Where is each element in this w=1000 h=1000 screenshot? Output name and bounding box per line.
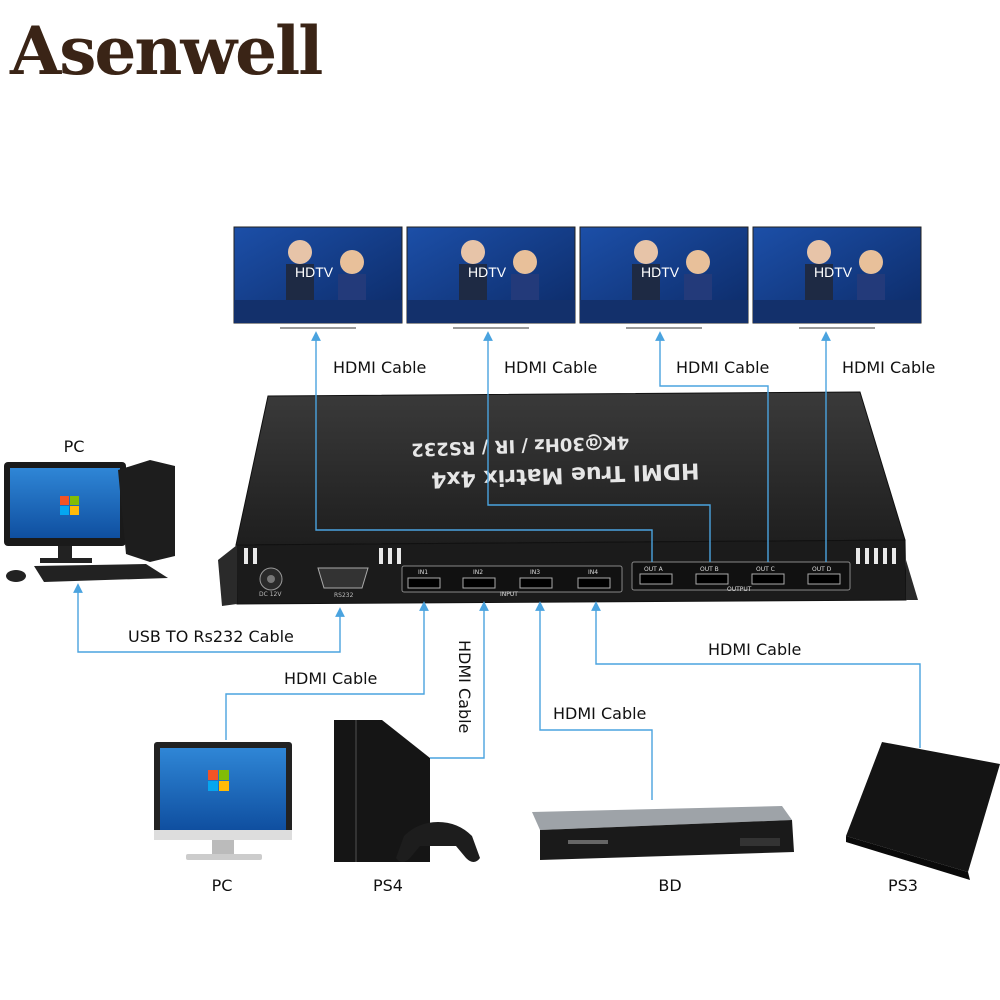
cable-label-out-1: HDMI Cable bbox=[333, 358, 426, 377]
hdmi-matrix-device: HDMI True Matrix 4x4 4K@30Hz / IR / RS23… bbox=[218, 392, 918, 606]
hdtv-2: HDTV bbox=[407, 227, 575, 328]
cable-label-out-4: HDMI Cable bbox=[842, 358, 935, 377]
mouse bbox=[6, 570, 26, 582]
hdmi-port-out-d bbox=[808, 574, 840, 584]
cable-label-out-3: HDMI Cable bbox=[676, 358, 769, 377]
control-pc bbox=[4, 460, 175, 582]
hdmi-port-out-a bbox=[640, 574, 672, 584]
hdtv-label: HDTV bbox=[468, 264, 507, 280]
device-label-ps3: PS3 bbox=[881, 876, 925, 895]
cable-label-in-ps4: HDMI Cable bbox=[455, 640, 474, 733]
in1-label: IN1 bbox=[418, 569, 428, 576]
in4-label: IN4 bbox=[588, 569, 598, 576]
in2-label: IN2 bbox=[473, 569, 483, 576]
cable-label-in-bd: HDMI Cable bbox=[553, 704, 646, 723]
hdmi-port-in4 bbox=[578, 578, 610, 588]
device-label-bd: BD bbox=[652, 876, 688, 895]
hdtv-4: HDTV bbox=[753, 227, 921, 328]
cable-label-in-pc: HDMI Cable bbox=[284, 669, 377, 688]
cable-label-in-ps3: HDMI Cable bbox=[708, 640, 801, 659]
hdmi-port-out-c bbox=[752, 574, 784, 584]
rs232-port-icon bbox=[318, 568, 368, 588]
device-label-source-pc: PC bbox=[206, 876, 238, 895]
hdtv-label: HDTV bbox=[641, 264, 680, 280]
vent-slot bbox=[244, 548, 248, 564]
hdmi-port-in3 bbox=[520, 578, 552, 588]
ps3-console bbox=[846, 742, 1000, 880]
hdtv-3: HDTV bbox=[580, 227, 748, 328]
vent-slot bbox=[253, 548, 257, 564]
vent-slot bbox=[397, 548, 401, 564]
out-c-label: OUT C bbox=[756, 566, 775, 573]
power-label: DC 12V bbox=[259, 591, 282, 598]
ps4-console bbox=[334, 720, 480, 862]
out-a-label: OUT A bbox=[644, 566, 664, 573]
hdmi-port-out-b bbox=[696, 574, 728, 584]
output-group-label: OUTPUT bbox=[727, 586, 752, 593]
input-group-label: INPUT bbox=[500, 591, 518, 598]
hdtv-row: HDTV HDTV HDTV bbox=[234, 227, 921, 328]
device-label-control-pc: PC bbox=[58, 437, 90, 456]
hdtv-1: HDTV bbox=[234, 227, 402, 328]
pc-tower bbox=[118, 460, 175, 562]
rs232-label: RS232 bbox=[334, 592, 354, 599]
source-pc bbox=[154, 742, 292, 860]
bd-player bbox=[532, 806, 794, 860]
hdmi-port-in2 bbox=[463, 578, 495, 588]
cable-in-ps3 bbox=[596, 606, 920, 748]
keyboard bbox=[34, 564, 168, 582]
cable-label-rs232: USB TO Rs232 Cable bbox=[128, 627, 294, 646]
vent-slot bbox=[865, 548, 869, 564]
vent-slot bbox=[388, 548, 392, 564]
hdmi-port-in1 bbox=[408, 578, 440, 588]
game-console-icon bbox=[846, 742, 1000, 872]
in3-label: IN3 bbox=[530, 569, 540, 576]
vent-slot bbox=[883, 548, 887, 564]
out-d-label: OUT D bbox=[812, 566, 832, 573]
left-mount-ear bbox=[218, 545, 237, 606]
device-label-ps4: PS4 bbox=[366, 876, 410, 895]
out-b-label: OUT B bbox=[700, 566, 719, 573]
right-mount-ear bbox=[906, 560, 918, 600]
hdtv-label: HDTV bbox=[295, 264, 334, 280]
vent-slot bbox=[892, 548, 896, 564]
cable-label-out-2: HDMI Cable bbox=[504, 358, 597, 377]
hdtv-label: HDTV bbox=[814, 264, 853, 280]
vent-slot bbox=[856, 548, 860, 564]
vent-slot bbox=[379, 548, 383, 564]
vent-slot bbox=[874, 548, 878, 564]
